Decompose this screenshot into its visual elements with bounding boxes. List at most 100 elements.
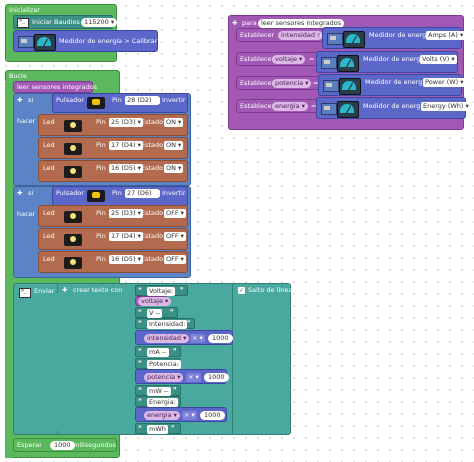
medidor-read-1[interactable]: Medidor de energía Amps (A) ▾	[322, 27, 466, 49]
arduino-icon	[321, 103, 337, 115]
mult-energia[interactable]: energia ▾ × ▾ 1000	[135, 407, 227, 422]
estado-dropdown[interactable]: OFF ▾	[164, 255, 186, 264]
establecer-row-3[interactable]: Establecer potencia ▾ =	[236, 76, 320, 90]
led-icon	[64, 257, 82, 269]
function-name-field[interactable]: leer sensores integrados	[258, 19, 345, 28]
pulsador-block-1[interactable]: Pulsador Pin 28 (D2) ▾ Invertir	[52, 93, 188, 113]
var-dropdown-voltaje[interactable]: voltaje ▾	[272, 55, 306, 64]
var-dropdown[interactable]: voltaje ▾	[138, 297, 172, 306]
invertir-checkbox[interactable]	[153, 97, 160, 104]
number-field[interactable]: 1000	[200, 411, 225, 420]
unit-dropdown-volts[interactable]: Volts (V) ▾	[420, 55, 457, 64]
establecer-row-2[interactable]: Establecer voltaje ▾ =	[236, 52, 324, 66]
op-dropdown[interactable]: × ▾	[186, 373, 201, 382]
estado-dropdown[interactable]: ON ▾	[164, 118, 184, 127]
led-block-4[interactable]: Led Pin 25 (D3) ▾ Estado OFF ▾	[38, 205, 188, 227]
estado-label: Estado	[141, 255, 164, 263]
call-leer-sensores[interactable]: leer sensores integrados	[13, 81, 97, 93]
number-field[interactable]: 1000	[204, 373, 229, 382]
baud-dropdown[interactable]: 115200 ▾	[81, 18, 118, 27]
pin-dropdown[interactable]: 16 (D5) ▾	[109, 255, 143, 264]
number-field[interactable]: 1000	[208, 334, 233, 343]
medidor-read-4[interactable]: Medidor de energía Energy (Wh) ▾	[316, 97, 471, 119]
var-name: intensidad	[147, 334, 182, 342]
pin-label: Pin	[112, 189, 122, 197]
medidor-read-2[interactable]: Medidor de energía Volts (V) ▾	[316, 51, 458, 73]
text-value[interactable]: mA --	[147, 348, 169, 357]
pushbutton-icon	[87, 190, 105, 202]
text-value[interactable]: mWh	[147, 425, 168, 434]
led-label: Led	[43, 255, 55, 263]
text-mwh[interactable]: ❝ mWh ❞	[135, 423, 181, 434]
quote-close: ❞	[170, 308, 174, 316]
text-intensidad[interactable]: ❝ Intensidad: ❞	[135, 318, 195, 329]
text-mw[interactable]: ❝ mW -- ❞	[135, 385, 181, 396]
led-block-3[interactable]: Led Pin 16 (D5) ▾ Estado ON ▾	[38, 160, 188, 182]
text-value[interactable]: V --	[147, 309, 163, 318]
text-value[interactable]: Energia:	[147, 398, 178, 407]
mult-intensidad[interactable]: intensidad ▾ × ▾ 1000	[135, 330, 233, 345]
salto-linea-checkbox[interactable]: ✓	[238, 287, 245, 294]
var-voltaje[interactable]: voltaje ▾	[135, 296, 172, 306]
arduino-icon	[323, 80, 339, 92]
var-dropdown-energia[interactable]: energia ▾	[272, 102, 308, 111]
unit-dropdown-power[interactable]: Power (W) ▾	[423, 78, 466, 87]
text-ma[interactable]: ❝ mA -- ❞	[135, 346, 181, 357]
iniciar-serial-block[interactable]: Iniciar Baudios 115200 ▾	[13, 15, 118, 29]
pin-dropdown[interactable]: 17 (D4) ▾	[109, 141, 143, 150]
led-block-1[interactable]: Led Pin 25 (D3) ▾ Estado ON ▾	[38, 114, 188, 136]
esperar-block[interactable]: Esperar 1000 milisegundos	[13, 438, 117, 452]
pin-dropdown[interactable]: 17 (D4) ▾	[109, 232, 143, 241]
estado-dropdown[interactable]: ON ▾	[164, 164, 184, 173]
pin-dropdown[interactable]: 25 (D3) ▾	[109, 118, 143, 127]
text-energia[interactable]: ❝ Energia: ❞	[135, 396, 181, 407]
unit-dropdown-amps[interactable]: Amps (A) ▾	[426, 31, 466, 40]
calibrar-block[interactable]: Medidor de energía > Calibrar I=0	[13, 30, 171, 52]
estado-dropdown[interactable]: ON ▾	[164, 141, 184, 150]
medidor-read-3[interactable]: Medidor de energía Power (W) ▾	[318, 74, 466, 96]
var-dropdown[interactable]: potencia ▾	[144, 373, 184, 382]
pin-label: Pin	[96, 164, 106, 172]
establecer-label: Establecer	[240, 79, 275, 87]
unit-dropdown-energy[interactable]: Energy (Wh) ▾	[421, 102, 471, 111]
medidor-calibrar-label: Medidor de energía > Calibrar I=0	[59, 37, 171, 45]
led-label: Led	[43, 232, 55, 240]
var-dropdown[interactable]: energia ▾	[144, 411, 180, 420]
milisegundos-label: milisegundos	[73, 441, 116, 449]
var-dropdown[interactable]: intensidad ▾	[144, 334, 190, 343]
text-value[interactable]: mW --	[147, 387, 171, 396]
estado-dropdown[interactable]: OFF ▾	[164, 232, 186, 241]
quote-close: ❞	[174, 359, 178, 367]
pulsador-block-2[interactable]: Pulsador Pin 27 (D6) ▾ Invertir	[52, 186, 188, 206]
led-label: Led	[43, 118, 55, 126]
estado-dropdown[interactable]: OFF ▾	[164, 209, 186, 218]
pin-label: Pin	[96, 232, 106, 240]
mult-potencia[interactable]: potencia ▾ × ▾ 1000	[135, 369, 229, 384]
unit-value: Amps (A)	[428, 31, 458, 39]
text-value[interactable]: Voltaje:	[147, 287, 176, 296]
pin-value: 25 (D3)	[111, 209, 136, 217]
led-block-2[interactable]: Led Pin 17 (D4) ▾ Estado ON ▾	[38, 137, 188, 159]
establecer-row-4[interactable]: Establecer energia ▾ =	[236, 99, 318, 113]
op-dropdown[interactable]: × ▾	[182, 411, 197, 420]
op-dropdown[interactable]: × ▾	[190, 334, 205, 343]
esperar-value-field[interactable]: 1000	[50, 441, 75, 450]
bucle-label: Bucle	[9, 72, 27, 80]
pin-dropdown[interactable]: 16 (D5) ▾	[109, 164, 143, 173]
pin-dropdown[interactable]: 25 (D3) ▾	[109, 209, 143, 218]
text-v[interactable]: ❝ V -- ❞	[135, 307, 178, 318]
arduino-icon	[18, 36, 34, 48]
text-value[interactable]: Potencia:	[147, 360, 181, 369]
quote-open: ❝	[138, 397, 142, 405]
led-block-6[interactable]: Led Pin 16 (D5) ▾ Estado OFF ▾	[38, 251, 188, 273]
var-dropdown-intensidad[interactable]: intensidad ▾	[278, 31, 324, 40]
text-value[interactable]: Intensidad:	[147, 320, 188, 329]
var-dropdown-potencia[interactable]: potencia ▾	[272, 79, 312, 88]
text-potencia[interactable]: ❝ Potencia: ❞	[135, 358, 181, 369]
add-icon: ✚	[17, 189, 23, 197]
establecer-row-1[interactable]: Establecer intensidad ▾ =	[236, 28, 324, 42]
hacer-label: hacer	[17, 117, 36, 125]
invertir-checkbox[interactable]	[153, 190, 160, 197]
text-voltaje[interactable]: ❝ Voltaje: ❞	[135, 285, 188, 296]
led-block-5[interactable]: Led Pin 17 (D4) ▾ Estado OFF ▾	[38, 228, 188, 250]
